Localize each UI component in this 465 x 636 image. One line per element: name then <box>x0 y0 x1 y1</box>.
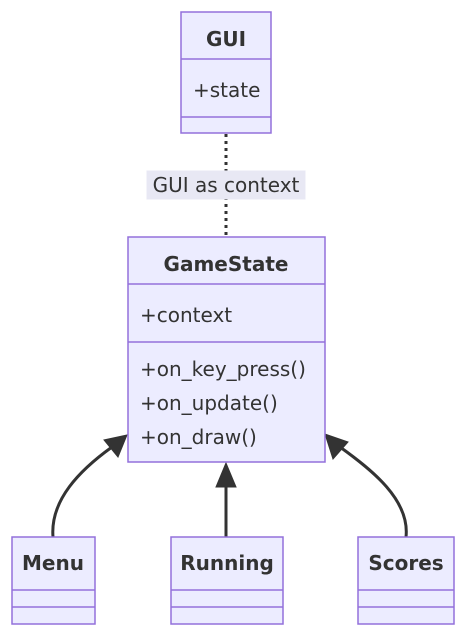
class-running: Running <box>170 536 284 625</box>
class-gui-attribute: +state <box>193 78 260 102</box>
association-label: GUI as context <box>146 170 306 200</box>
class-gamestate-name: GameState <box>164 252 289 276</box>
inheritance-edge-menu <box>51 445 113 538</box>
class-running-name: Running <box>180 551 274 575</box>
association-label-text: GUI as context <box>153 173 300 197</box>
class-gamestate-method: +on_key_press() <box>140 357 306 381</box>
class-menu: Menu <box>11 536 96 625</box>
class-gui-name: GUI <box>206 27 246 51</box>
inheritance-arrowhead-running <box>215 461 237 488</box>
class-scores-name: Scores <box>368 551 443 575</box>
inheritance-edge-scores <box>339 445 408 538</box>
edges: GUI as context <box>51 134 408 538</box>
inheritance-arrowhead-menu <box>103 434 128 458</box>
class-menu-name: Menu <box>22 551 84 575</box>
class-gamestate-attribute: +context <box>140 303 232 327</box>
class-gamestate-method: +on_draw() <box>140 425 257 449</box>
class-gamestate: GameState +context +on_key_press() +on_u… <box>127 236 326 463</box>
class-scores: Scores <box>357 536 455 625</box>
inheritance-arrowhead-scores <box>324 433 349 460</box>
class-gui: GUI +state <box>180 11 272 134</box>
class-gamestate-method: +on_update() <box>140 391 278 415</box>
